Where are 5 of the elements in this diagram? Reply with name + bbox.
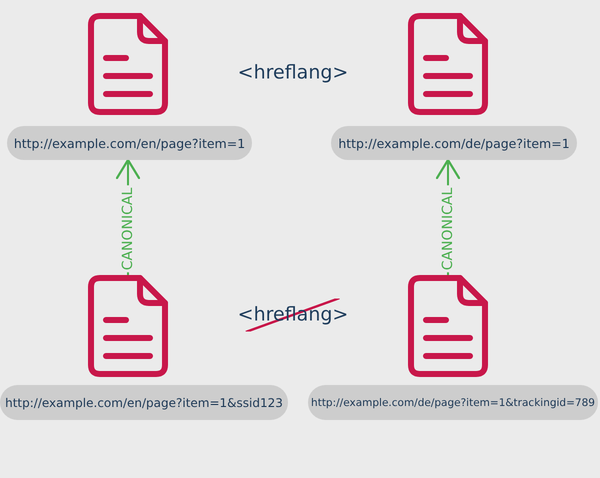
url-label: http://example.com/de/page?item=1&trackingid=789 [308,385,598,420]
url-label: http://example.com/en/page?item=1 [7,126,252,160]
url-label: http://example.com/en/page?item=1&ssid123 [0,385,288,420]
tag-text: <hreflang> [238,62,348,84]
url-label: http://example.com/de/page?item=1 [331,126,577,160]
